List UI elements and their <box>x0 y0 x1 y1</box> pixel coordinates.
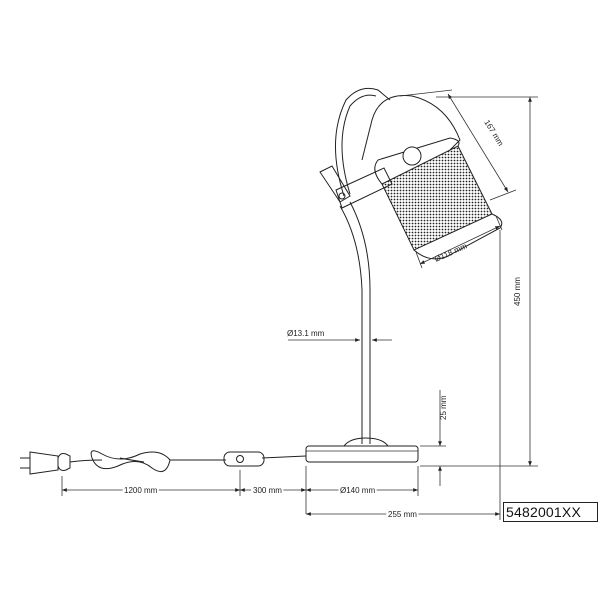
power-cord <box>20 450 307 475</box>
lamp-base <box>305 437 419 463</box>
dim-stem-diameter: Ø13.1 mm <box>287 329 392 342</box>
cord-coil-to-plug <box>69 459 103 463</box>
base-disc <box>305 445 419 463</box>
plug-head <box>29 451 59 475</box>
product-code: 5482001XX <box>506 504 581 520</box>
base-collar <box>342 437 390 447</box>
dim-total-width: 255 mm <box>306 230 501 521</box>
plug-body <box>57 453 71 471</box>
dim-base-height: 25 mm <box>420 390 448 486</box>
shade-handle-inner <box>341 94 377 195</box>
lamp-stem <box>339 201 371 444</box>
shade-handle <box>334 87 391 197</box>
inline-switch <box>223 451 265 467</box>
dim-total-height-label: 450 mm <box>513 277 522 306</box>
cord-coil-inner <box>119 457 145 463</box>
dim-base-diameter: Ø140 mm <box>306 466 419 497</box>
dim-cable-length: 1200 mm <box>61 470 241 497</box>
clamp-screw <box>338 192 346 200</box>
dim-base-height-label: 25 mm <box>439 395 448 420</box>
pivot-knob <box>402 146 422 166</box>
shade-mesh <box>381 145 493 251</box>
cord-base-to-switch <box>261 455 307 459</box>
dim-shade-length-label: 167 mm <box>482 118 505 148</box>
dim-shade-length-line <box>447 93 509 193</box>
cord-coil <box>90 450 171 473</box>
stem-left-edge <box>339 205 363 444</box>
stem-clamp <box>319 165 351 203</box>
dim-switch-distance-label: 300 mm <box>253 486 282 495</box>
stem-right-edge <box>349 201 371 444</box>
dim-stem-diameter-label: Ø13.1 mm <box>287 329 325 338</box>
dim-total-height: 450 mm <box>420 96 538 467</box>
dim-total-width-label: 255 mm <box>388 510 417 519</box>
dim-switch-distance: 300 mm <box>240 466 307 514</box>
product-code-box: 5482001XX <box>503 502 598 522</box>
shade-bracket <box>335 167 393 209</box>
dim-shade-diameter-line <box>419 225 501 265</box>
dim-cable-length-label: 1200 mm <box>124 486 158 495</box>
switch-button <box>236 455 244 463</box>
dim-shade-diameter-label: Ø118 mm <box>433 241 469 263</box>
lamp-shade <box>319 87 503 260</box>
dim-base-diameter-label: Ø140 mm <box>340 486 375 495</box>
